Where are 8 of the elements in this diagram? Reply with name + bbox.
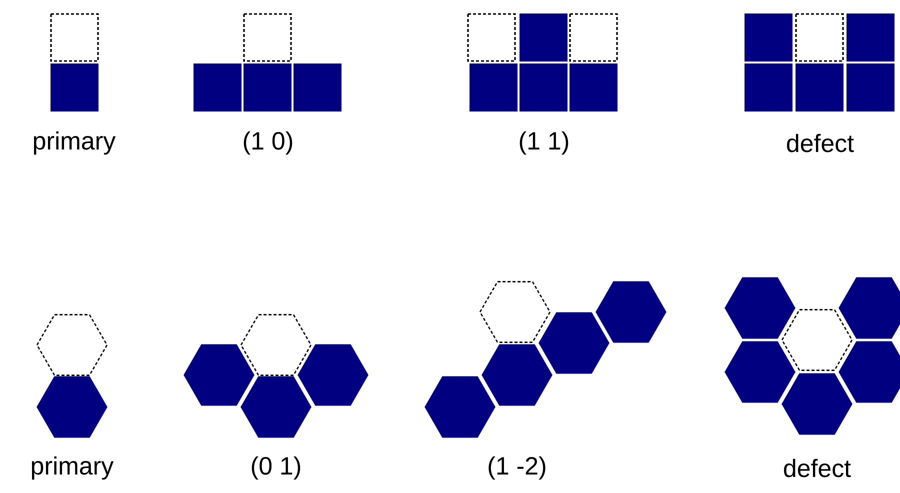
panel-label: (1 -2) xyxy=(488,456,546,480)
panel-label: (0 1) xyxy=(252,456,300,480)
panel-label: defect xyxy=(787,134,854,152)
panel-label: (1 0) xyxy=(244,131,292,155)
panel-label: (1 1) xyxy=(520,131,568,155)
panel-label: primary xyxy=(32,456,114,480)
panel-label: defect xyxy=(784,458,851,478)
panel-label: primary xyxy=(34,131,116,155)
